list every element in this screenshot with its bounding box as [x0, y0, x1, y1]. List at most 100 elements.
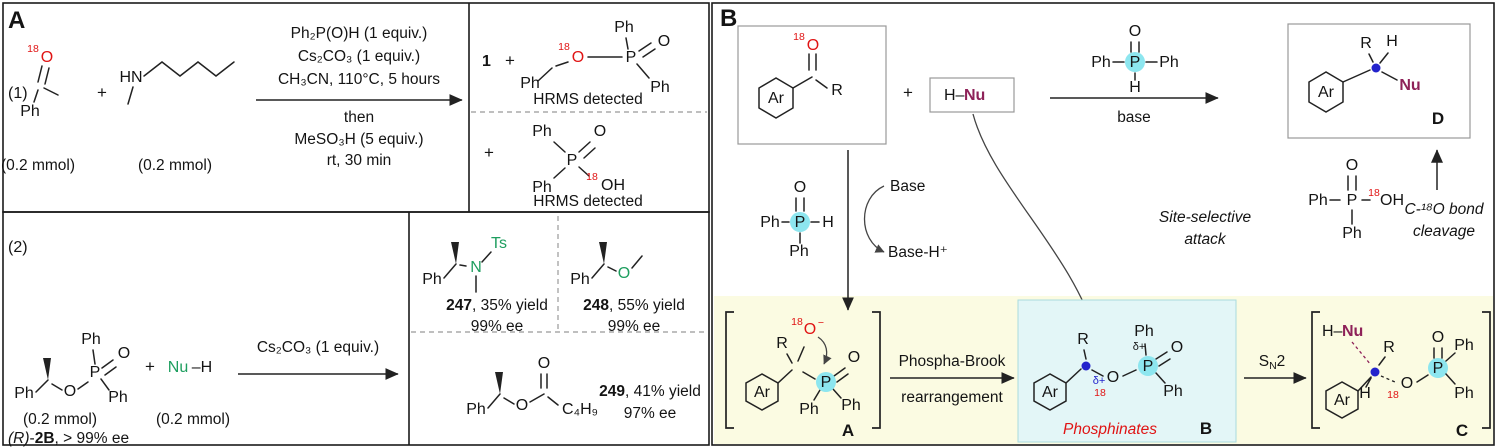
aryl-label: Ar: [768, 90, 785, 107]
hrms-text: HRMS detected: [533, 91, 642, 108]
benzyl-phosphinate-bonds: [537, 37, 656, 82]
phenyl-label: Ph: [789, 243, 809, 260]
rxn2-frame: [2, 211, 710, 446]
isotope-18-label: 18: [791, 316, 803, 328]
hydroxyl-label: OH: [1380, 192, 1404, 209]
carbonyl-o-label: O: [807, 37, 819, 54]
phosphinates-label: Phosphinates: [1063, 421, 1157, 438]
ester-o-label: O: [516, 397, 528, 414]
phenyl-label: Ph: [532, 123, 552, 140]
intermediate-a: Ar R 18 O − P O Ph Ph A: [725, 311, 881, 440]
base-condition: base: [1117, 109, 1151, 126]
phosphorus-label: P: [626, 49, 637, 66]
condition-line: then: [344, 109, 374, 126]
sn2-s: S: [1259, 353, 1269, 370]
carbonyl-o-label: O: [538, 355, 550, 372]
nucleophile-h-label: –H: [192, 359, 212, 376]
aldehyde-18o-structure: 18 O Ph: [20, 43, 59, 120]
benzyl-phosphinate-structure: Ph 18 O P Ph O Ph: [520, 19, 670, 96]
amine-bonds: [127, 61, 235, 105]
phosphinic-acid-bonds: [553, 141, 596, 179]
plus-sign: +: [505, 51, 515, 70]
phospha-brook-text: Phospha-Brook: [899, 353, 1006, 370]
panel-b-label: B: [720, 5, 737, 32]
nucleophile-label: Nu: [168, 359, 188, 376]
stereocenter-dot: [1371, 63, 1381, 73]
product-249-bonds: [487, 373, 559, 409]
product-247-id: 247: [446, 297, 472, 314]
r-group-label: R: [1383, 339, 1395, 356]
wedge-bond: [43, 358, 51, 380]
sn2-two: 2: [1277, 353, 1286, 370]
condition-line: Cs₂CO₃ (1 equiv.): [298, 48, 420, 65]
ketone-bonds: [792, 53, 828, 89]
base-h-label: Base-H⁺: [888, 244, 948, 261]
aldehyde-bonds: [33, 65, 59, 103]
nucleophile-amount: (0.2 mmol): [156, 411, 230, 428]
panel-a: A (1) 18 O Ph (0.2 mmol) + HN (0.2 mmol)…: [1, 2, 710, 447]
alkoxide-minus-label: −: [818, 317, 824, 329]
nucleophile-label: Nu: [1342, 323, 1363, 340]
tag-id: 2B: [35, 430, 55, 447]
oxo-label: O: [594, 123, 606, 140]
phenyl-label: Ph: [1159, 54, 1179, 71]
phosphinate-b-label: B: [1200, 419, 1212, 438]
phosphinic-acid-18o-structure: Ph O P Ph 18 OH: [532, 123, 625, 196]
wedge-bond: [451, 242, 459, 264]
rxn2-number: (2): [8, 239, 28, 256]
phenyl-label: Ph: [841, 397, 861, 414]
phenyl-label: Ph: [614, 19, 634, 36]
phenyl-label: Ph: [799, 401, 819, 418]
phenyl-label: Ph: [422, 271, 442, 288]
substrate-tag: (R)-2B, > 99% ee: [8, 430, 129, 447]
tag-dash: -: [30, 430, 35, 447]
product-248-id: 248: [583, 297, 609, 314]
aryl-label: Ar: [754, 384, 771, 401]
phenyl-label: Ph: [532, 179, 552, 196]
condition-line: MeSO₃H (5 equiv.): [294, 131, 423, 148]
transition-state-c-label: C: [1456, 421, 1468, 440]
plus-sign: +: [97, 83, 107, 102]
alkoxide-o-label: O: [804, 321, 816, 338]
acid-bonds: [1329, 175, 1371, 225]
product-d-border: [1287, 23, 1471, 139]
nucleophile-label: Nu: [1399, 77, 1420, 94]
phosphorus-label: P: [795, 214, 806, 231]
phosphine-oxide-left: O Ph P H Ph: [760, 179, 834, 260]
phenyl-label: Ph: [1308, 192, 1328, 209]
oxo-label: O: [848, 349, 860, 366]
ester-o-label: O: [64, 383, 76, 400]
panel-b-frame: [711, 2, 1495, 446]
cleavage-text-2: cleavage: [1413, 223, 1475, 240]
substrate-amount: (0.2 mmol): [23, 411, 97, 428]
oxo-label: O: [118, 345, 130, 362]
product-248-structure: Ph O: [570, 242, 643, 288]
phosphorus-highlight: [1428, 358, 1448, 378]
plus-sign: +: [145, 357, 155, 376]
carbonyl-o-label: O: [41, 49, 53, 66]
phenyl-label: Ph: [108, 389, 128, 406]
phenyl-label: Ph: [1454, 337, 1474, 354]
chiral-phosphinate-substrate: Ph O P Ph O Ph: [14, 331, 130, 406]
product-247-yield: 247, 35% yield: [446, 297, 548, 314]
hydrogen-label: H: [1386, 33, 1398, 50]
phenyl-label: Ph: [520, 75, 540, 92]
phosphine-oxide-reagent-top: O Ph P Ph H: [1091, 23, 1179, 96]
phosphorus-highlight: [1125, 52, 1145, 72]
hydrogen-label: H: [822, 214, 834, 231]
product-248-yield: 248, 55% yield: [583, 297, 685, 314]
condition-line: Ph₂P(O)H (1 equiv.): [291, 25, 428, 42]
right-bracket: [872, 311, 881, 429]
phos phorus-label: P: [1433, 360, 1444, 377]
oxo-label: O: [1171, 339, 1183, 356]
phenyl-label: Ph: [1091, 54, 1111, 71]
product-248-yld: , 55% yield: [609, 297, 685, 314]
product-d-box: Ar R H Nu D: [1287, 23, 1471, 139]
isotope-18-label: 18: [1387, 389, 1399, 401]
tag-rest: , > 99% ee: [55, 430, 130, 447]
nu-attack-dashed-bond: [1351, 341, 1372, 366]
product-1-number: 1: [482, 53, 491, 70]
ketone-substrate-box: Ar 18 O R: [737, 25, 887, 145]
